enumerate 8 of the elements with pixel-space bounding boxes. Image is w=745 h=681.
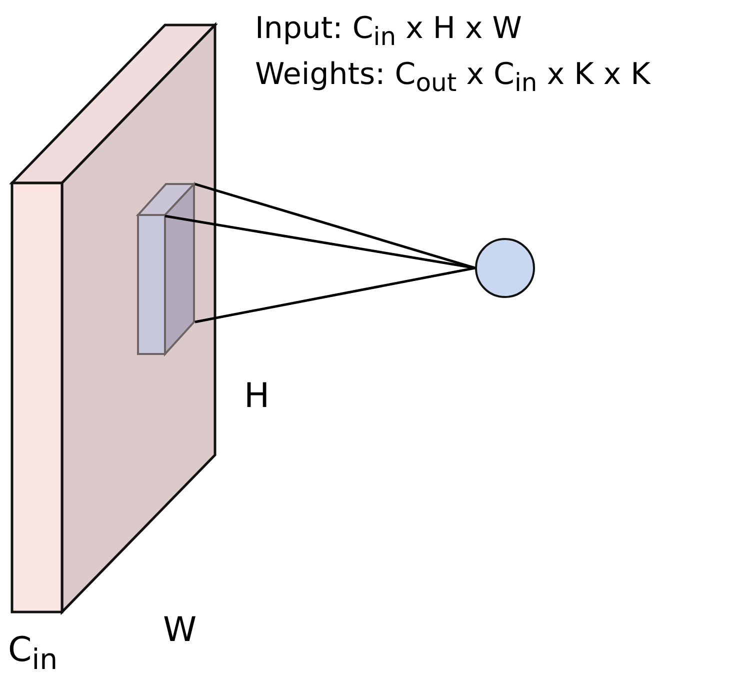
connection-line [194,266,476,324]
dimension-text: Input: C$_{in}$ x H x W [255,12,522,50]
dimension-text: Weights: C$_{out}$ x C$_{in}$ x K x K [255,58,650,96]
axis-letter: W [163,612,197,650]
connection-line [194,182,476,270]
connection-line [164,214,476,270]
axis-letter: C$_{in}$ [8,632,58,675]
axis-letter: H [244,378,270,416]
